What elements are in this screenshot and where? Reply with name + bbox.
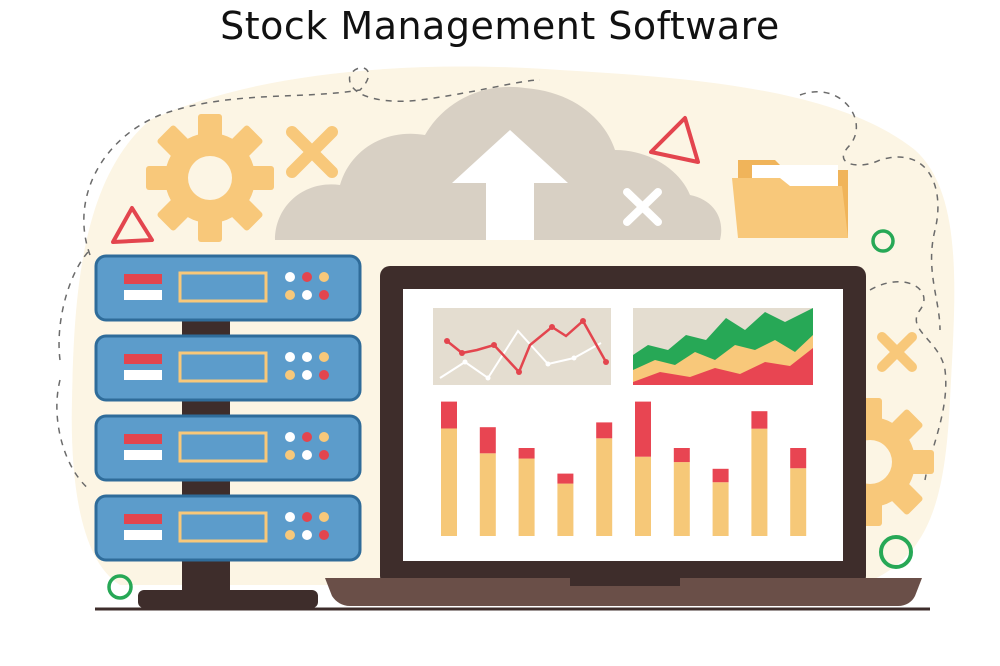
- screen-bar-top: [790, 448, 807, 469]
- screen-bar-base: [751, 428, 768, 536]
- circle-icon: [879, 535, 913, 569]
- screen-bar-chart: [441, 401, 807, 536]
- screen-bar-top: [712, 468, 729, 483]
- screen-bar-top: [479, 427, 496, 454]
- gear-icon: [146, 114, 274, 242]
- folder-icon: [732, 160, 848, 238]
- screen-bar-top: [596, 422, 613, 439]
- screen-bar-top: [635, 401, 651, 457]
- screen-bar-top: [518, 448, 535, 459]
- cloud-upload-icon: [275, 86, 722, 241]
- cross-icon: [877, 332, 917, 372]
- screen-bar-base: [596, 438, 613, 536]
- screen-bar-base: [673, 462, 690, 536]
- screen-bar-top: [557, 473, 574, 484]
- triangle-icon: [649, 116, 700, 164]
- screen-bar-base: [518, 458, 535, 536]
- screen-area-chart: [633, 308, 813, 385]
- page-title: Stock Management Software: [220, 4, 780, 48]
- screen-bar-top: [673, 448, 690, 463]
- screen-bar-base: [441, 428, 457, 536]
- screen-bar-top: [441, 401, 457, 429]
- screen-bar-base: [790, 468, 807, 536]
- circle-icon: [107, 574, 133, 600]
- screen-bar-base: [635, 456, 651, 536]
- screen-bar-top: [751, 411, 768, 429]
- cross-icon: [286, 126, 338, 178]
- circle-icon: [871, 229, 895, 253]
- screen-bar-base: [712, 482, 729, 536]
- dashed-lines: [56, 67, 947, 491]
- cross-icon: [623, 188, 662, 226]
- screen-line-chart: [433, 308, 611, 385]
- screen-bar-base: [557, 483, 574, 536]
- screen-bar-base: [479, 453, 496, 536]
- triangle-icon: [111, 206, 154, 244]
- laptop-icon: [325, 266, 922, 606]
- server-rack-icon: [94, 254, 362, 608]
